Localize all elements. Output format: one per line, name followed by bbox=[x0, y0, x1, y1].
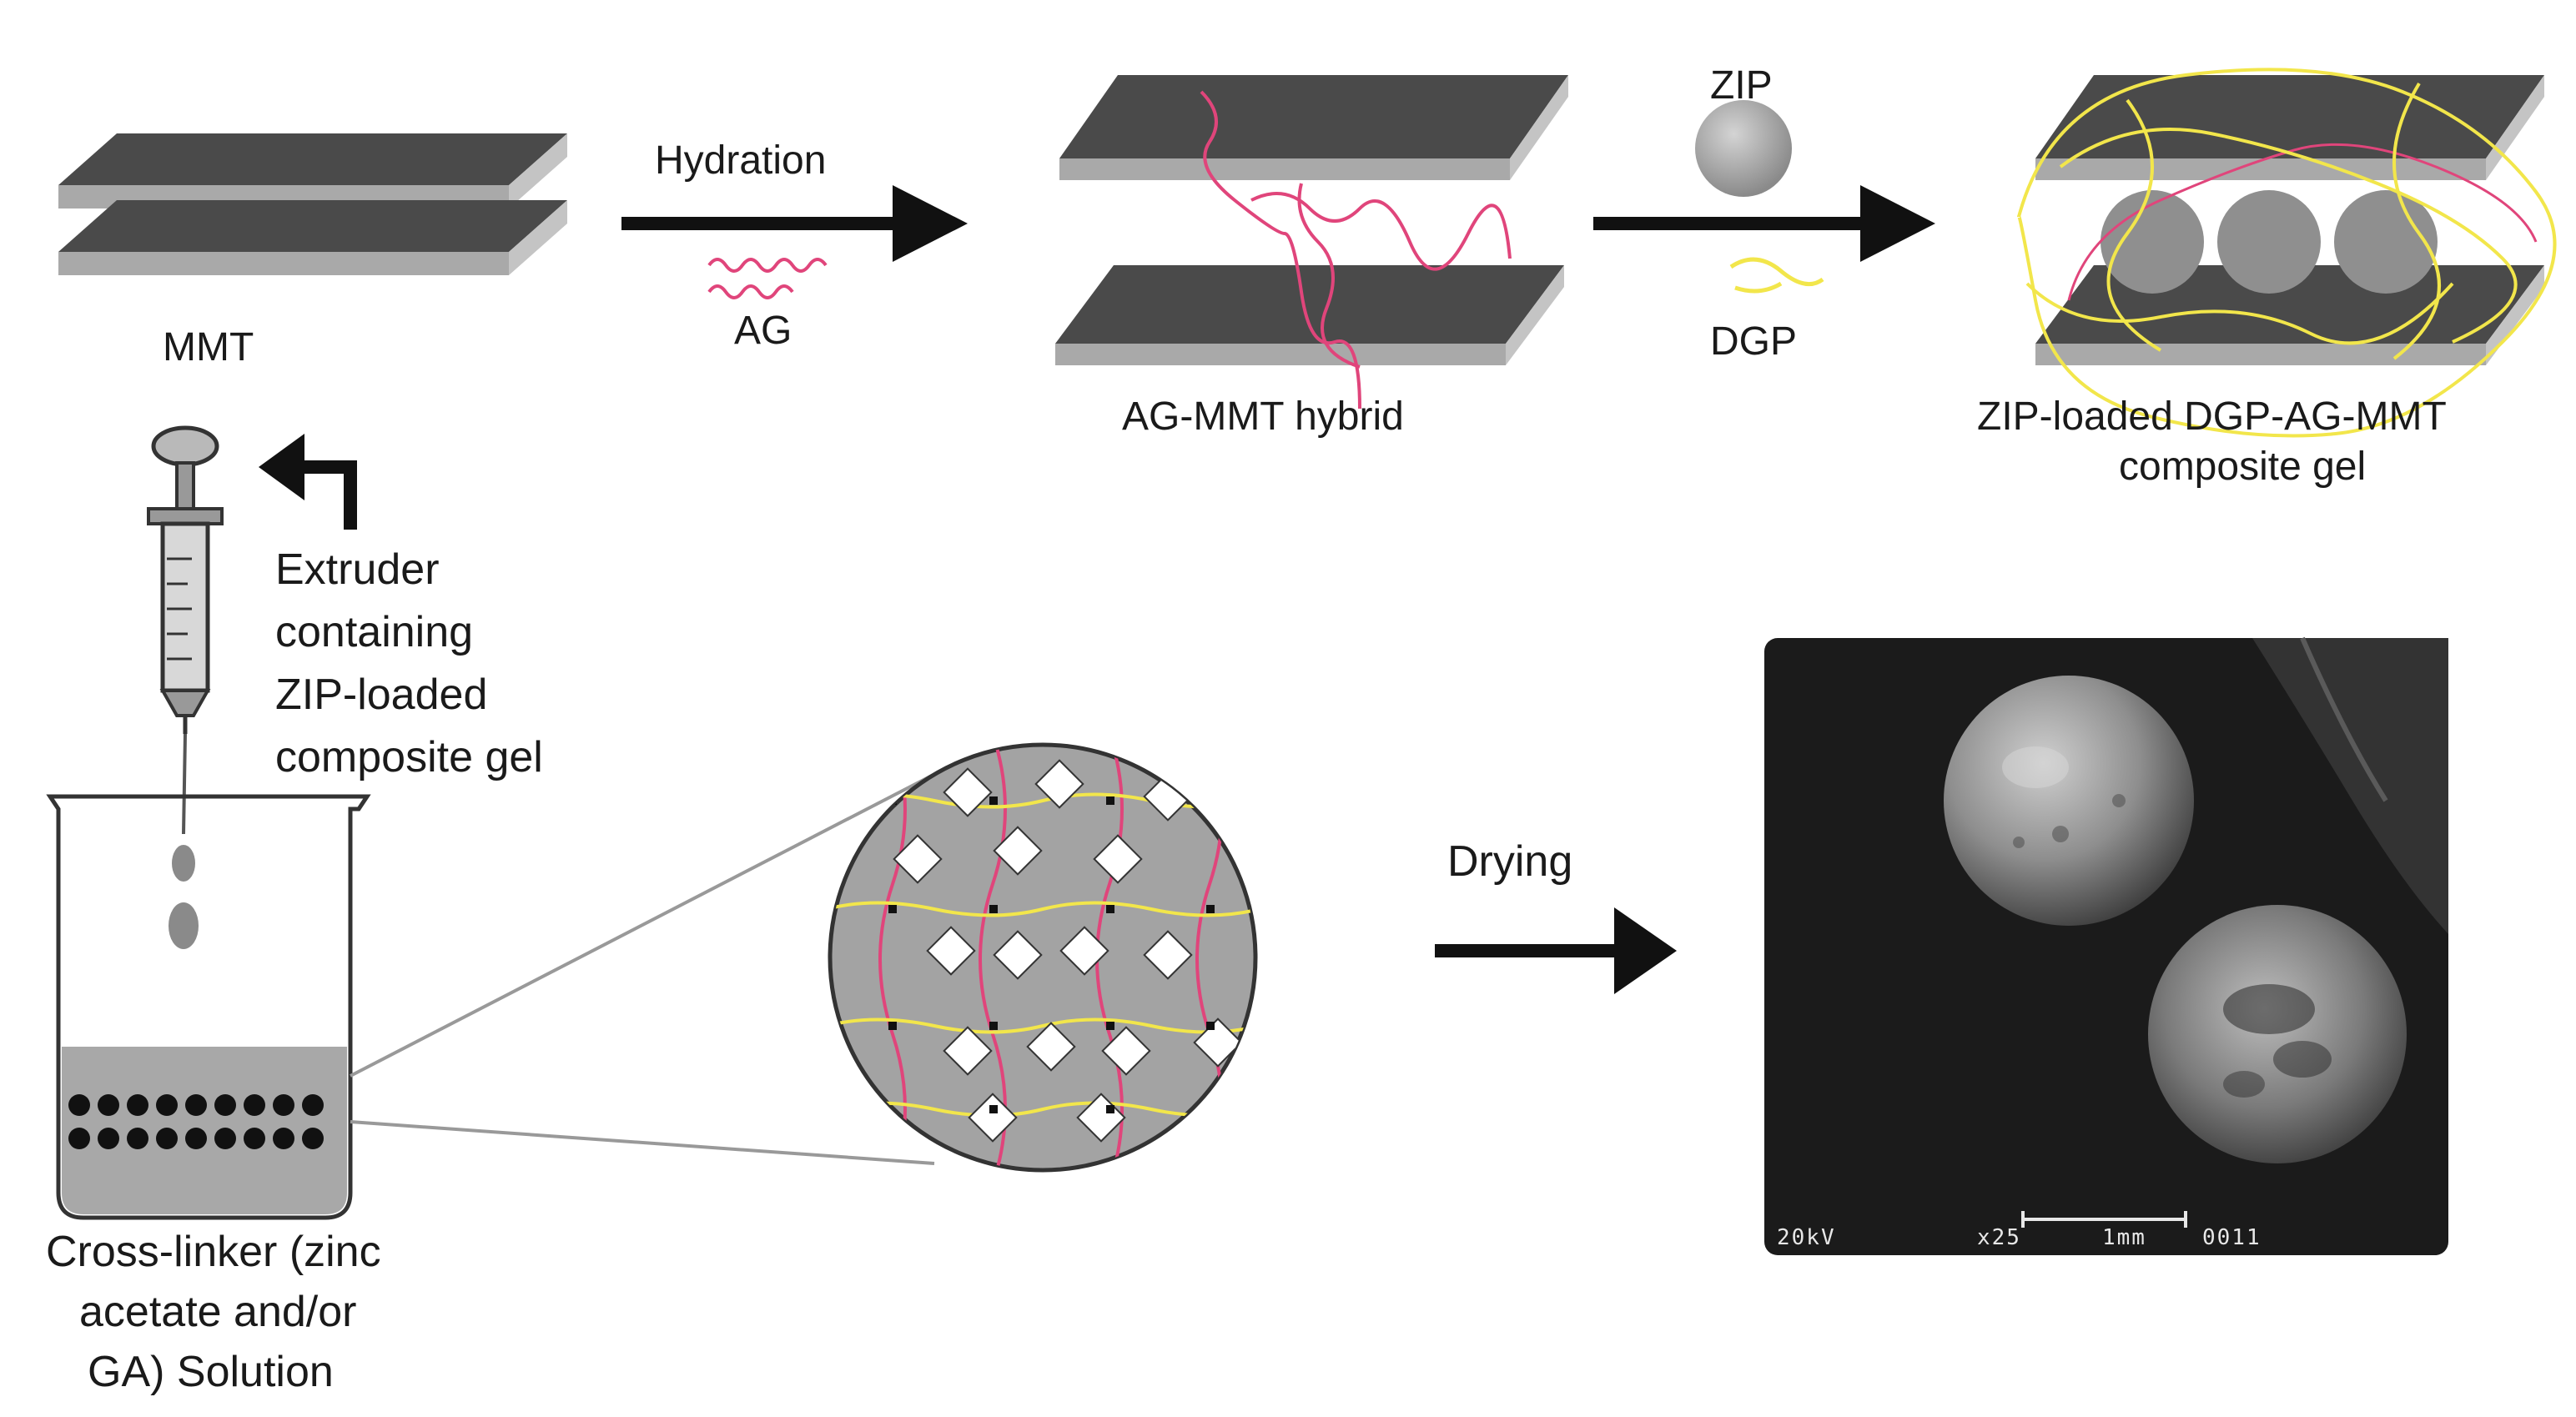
crosslinker-line1: Cross-linker (zinc bbox=[46, 1228, 381, 1276]
drying-arrow bbox=[1435, 907, 1677, 994]
hydration-label: Hydration bbox=[655, 138, 826, 183]
ag-label: AG bbox=[734, 309, 792, 353]
hybrid-label: AG-MMT hybrid bbox=[1122, 394, 1404, 439]
hydration-arrow bbox=[621, 185, 968, 262]
zip-dgp-arrow bbox=[1593, 185, 1935, 262]
crosslinker-line3: GA) Solution bbox=[88, 1348, 334, 1396]
extruder-line1: Extruder bbox=[275, 545, 440, 594]
composite-gel bbox=[2017, 68, 2557, 438]
magnified-network bbox=[828, 742, 1258, 1173]
dgp-label: DGP bbox=[1710, 319, 1797, 364]
sem-voltage: 20kV bbox=[1777, 1225, 1836, 1250]
beaker bbox=[46, 794, 371, 1220]
sem-magnification: x25 bbox=[1977, 1225, 2021, 1250]
composite-label-line1: ZIP-loaded DGP-AG-MMT bbox=[1977, 394, 2447, 439]
drying-label: Drying bbox=[1447, 837, 1572, 886]
sem-micrograph: 20kV x25 1mm 0011 bbox=[1764, 636, 2448, 1255]
ag-mmt-hybrid bbox=[1055, 75, 1568, 410]
zip-label: ZIP bbox=[1710, 63, 1773, 108]
extruder-line2: containing bbox=[275, 608, 473, 656]
return-arrow bbox=[259, 434, 357, 530]
extruder-line4: composite gel bbox=[275, 733, 543, 781]
syringe-extruder bbox=[147, 425, 224, 835]
dgp-squiggle bbox=[1729, 257, 1824, 294]
sem-image-number: 0011 bbox=[2202, 1225, 2262, 1250]
composite-label-line2: composite gel bbox=[2119, 445, 2366, 489]
mmt-label: MMT bbox=[163, 325, 254, 369]
crosslinker-line2: acetate and/or bbox=[79, 1288, 356, 1336]
zoom-lines bbox=[350, 764, 952, 1165]
mmt-clay-plates bbox=[58, 133, 567, 275]
ag-squiggle bbox=[707, 258, 828, 299]
zip-particle bbox=[1695, 100, 1792, 197]
extruder-line3: ZIP-loaded bbox=[275, 671, 487, 719]
sem-scale: 1mm bbox=[2102, 1225, 2146, 1250]
